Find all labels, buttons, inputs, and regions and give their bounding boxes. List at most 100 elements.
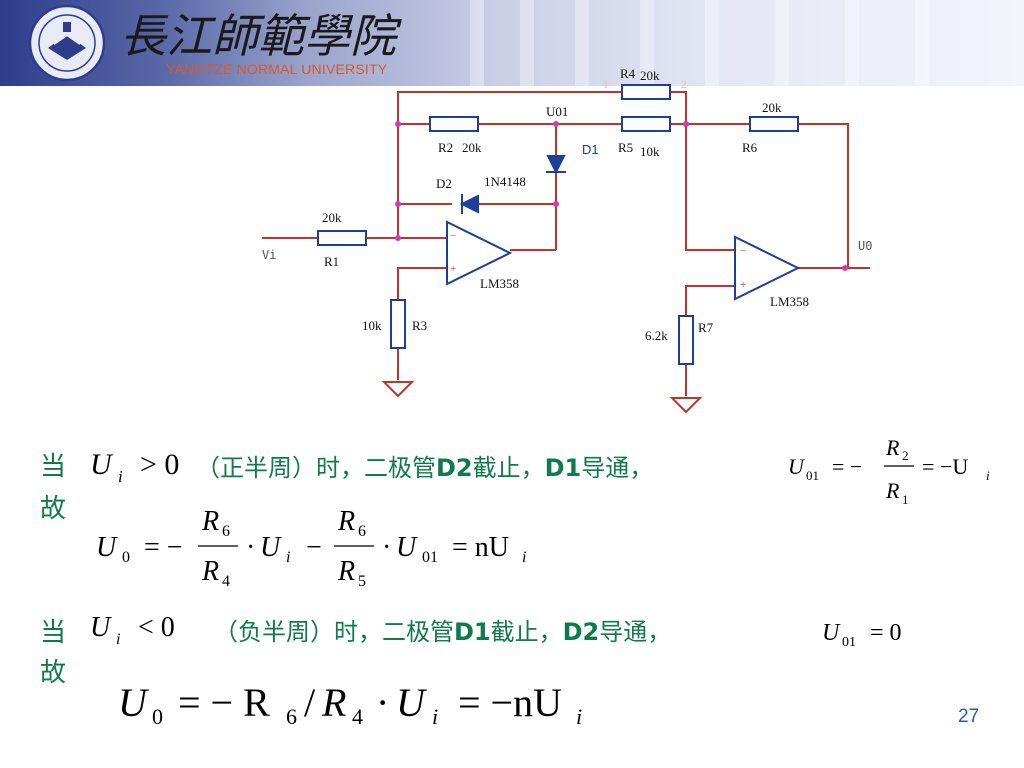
- opamp2-part-label: LM358: [770, 294, 809, 309]
- r4-label: R4: [620, 66, 636, 81]
- formula-u0-negative: U 0 = − R 6 / R 4 · U i = −nU i: [118, 680, 582, 729]
- svg-text:i: i: [576, 704, 582, 729]
- resistor-r7: [678, 315, 694, 365]
- svg-text:4: 4: [352, 704, 363, 729]
- svg-text:/: /: [304, 680, 316, 725]
- resistor-r5: [621, 116, 671, 132]
- svg-text:= 0: = 0: [870, 620, 902, 646]
- r7-value: 6.2k: [645, 328, 668, 343]
- svg-text:·: ·: [246, 532, 255, 563]
- svg-text:= −: = −: [144, 532, 183, 563]
- r2-value: 20k: [462, 140, 482, 155]
- header-stripe: [640, 0, 654, 86]
- condition-2-text: （负半周）时，二极管: [214, 618, 454, 646]
- when-label-2: 当: [40, 618, 67, 648]
- d2-emphasis-2: D2: [562, 618, 600, 646]
- svg-text:U: U: [822, 620, 841, 646]
- r3-label: R3: [412, 318, 427, 333]
- conduct-1-text: 导通，: [581, 454, 654, 482]
- svg-text:−: −: [306, 532, 322, 563]
- r5-value: 10k: [640, 144, 660, 159]
- svg-text:U: U: [118, 680, 150, 725]
- svg-text:i: i: [116, 631, 120, 648]
- opamp1-part-label: LM358: [480, 276, 519, 291]
- svg-text:·: ·: [382, 532, 391, 563]
- svg-text:R: R: [885, 478, 900, 503]
- header-stripe: [845, 0, 859, 86]
- d2-emphasis: D2: [436, 454, 473, 482]
- svg-text:0: 0: [122, 549, 130, 566]
- r6-value: 20k: [762, 100, 782, 115]
- ground-symbol-2: [669, 397, 703, 414]
- u0-label: U0: [858, 239, 872, 253]
- d2-label: D2: [436, 176, 452, 191]
- svg-text:R: R: [201, 556, 219, 587]
- d1-emphasis-2: D1: [454, 618, 491, 646]
- r1-value: 20k: [322, 210, 342, 225]
- svg-text:01: 01: [842, 635, 856, 650]
- r5-label: R5: [618, 140, 633, 155]
- svg-text:i: i: [522, 549, 526, 566]
- header-stripe: [705, 0, 719, 86]
- condition-line-2: （负半周）时，二极管D1截止，D2导通，: [214, 612, 671, 647]
- formula-u01-ratio: U 01 = − R 2 R 1 = −U i: [788, 435, 990, 507]
- d1-label: D1: [582, 142, 599, 157]
- header-banner: 長江師範學院 YANGTZE NORMAL UNIVERSITY: [0, 0, 1024, 86]
- therefore-label-1: 故: [40, 494, 67, 524]
- resistor-r6: [749, 116, 799, 132]
- svg-text:= − R: = − R: [178, 680, 270, 725]
- svg-text:6: 6: [286, 704, 297, 729]
- svg-text:2: 2: [902, 448, 909, 463]
- d1-emphasis: D1: [544, 454, 582, 482]
- page-number: 27: [958, 706, 980, 727]
- diode-d1: [546, 155, 566, 175]
- svg-text:·: ·: [376, 680, 389, 725]
- svg-text:R: R: [337, 556, 355, 587]
- ground-symbol-1: [381, 381, 415, 398]
- svg-text:4: 4: [222, 573, 230, 590]
- university-name-cn: 長江師範學院: [118, 2, 418, 67]
- svg-text:6: 6: [358, 523, 366, 540]
- pin-2-label: 2: [681, 79, 687, 91]
- opamp1-plus: +: [450, 263, 456, 275]
- svg-text:U: U: [788, 454, 806, 479]
- svg-text:i: i: [432, 704, 438, 729]
- header-stripe: [775, 0, 789, 86]
- svg-text:0: 0: [152, 704, 163, 729]
- university-name-en: YANGTZE NORMAL UNIVERSITY: [166, 61, 388, 77]
- svg-text:= −U: = −U: [922, 454, 968, 479]
- r2-label: R2: [438, 140, 453, 155]
- header-stripe: [470, 0, 484, 86]
- formula-u0-positive: U 0 = − R 6 R 4 · U i − R 6 R 5 · U 01 =…: [96, 506, 526, 590]
- therefore-label-2: 故: [40, 658, 67, 688]
- r6-label: R6: [742, 140, 758, 155]
- condition-1-text: （正半周）时，二极管: [196, 454, 436, 482]
- r4-value: 20k: [640, 68, 660, 83]
- svg-text:5: 5: [358, 573, 366, 590]
- svg-text:R: R: [337, 506, 355, 537]
- svg-text:i: i: [118, 467, 123, 486]
- cutoff-2-text: 截止，: [490, 618, 563, 646]
- svg-text:01: 01: [422, 549, 438, 566]
- university-name-cn-text: 長江師範學院: [120, 9, 402, 62]
- svg-text:i: i: [286, 549, 290, 566]
- svg-text:i: i: [986, 468, 990, 483]
- svg-text:U: U: [260, 532, 282, 563]
- formula-ui-gt-0: U i > 0: [90, 448, 179, 486]
- d2-part-label: 1N4148: [484, 174, 526, 189]
- resistor-r2: [429, 116, 479, 132]
- r7-label: R7: [698, 320, 714, 335]
- resistor-r1: [317, 230, 367, 246]
- opamp2-minus: −: [740, 245, 746, 257]
- formula-ui-lt-0: U i < 0: [90, 612, 175, 648]
- r3-value: 10k: [362, 318, 382, 333]
- svg-text:= −nU: = −nU: [458, 680, 562, 725]
- cutoff-1-text: 截止，: [472, 454, 545, 482]
- header-stripe: [915, 0, 929, 86]
- r1-label: R1: [324, 254, 339, 269]
- svg-text:U: U: [396, 532, 418, 563]
- university-seal-icon: [28, 4, 106, 82]
- opamp-2: [734, 235, 801, 301]
- svg-text:= −: = −: [832, 454, 862, 479]
